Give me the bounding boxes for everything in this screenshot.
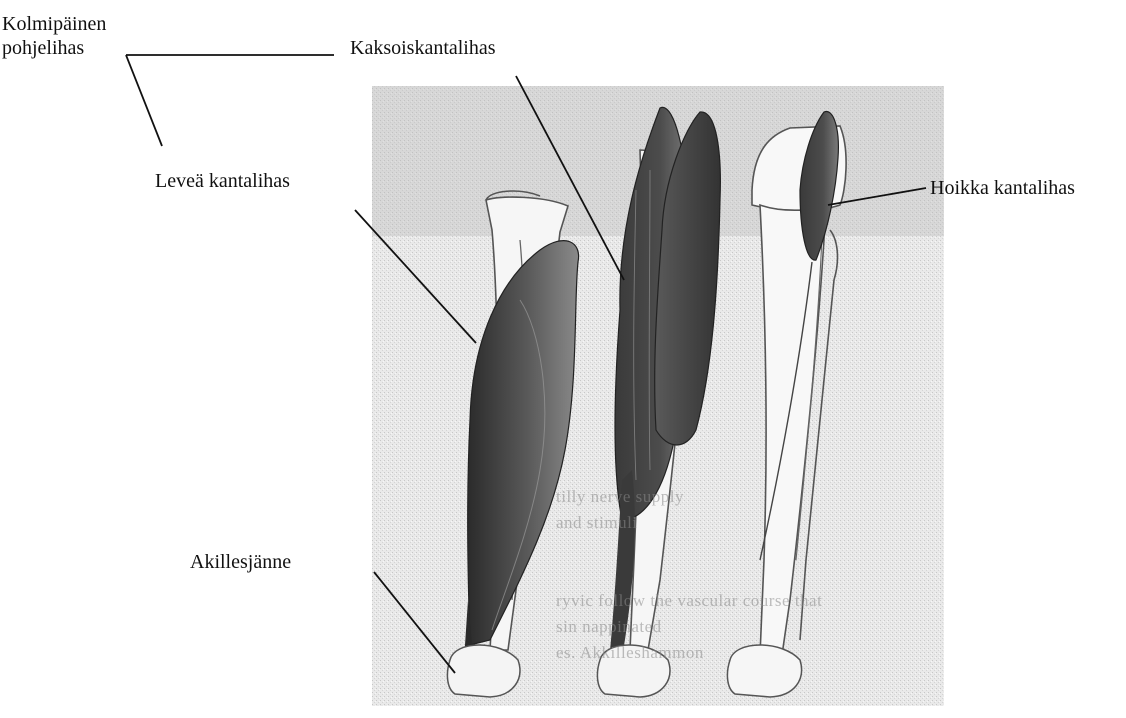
bleed-through-text: es. Akkilleshammon bbox=[556, 642, 704, 664]
label-kolmipainen-line2: pohjelihas bbox=[2, 36, 106, 60]
label-kaksoiskantalihas: Kaksoiskantalihas bbox=[350, 36, 496, 60]
leader-kolmipainen-diagonal bbox=[126, 55, 162, 146]
bleed-through-text: and stimuli bbox=[556, 512, 638, 534]
bleed-through-text: sin nappinated bbox=[556, 616, 662, 638]
label-levea-kantalihas: Leveä kantalihas bbox=[155, 169, 290, 193]
leg-3-foot bbox=[727, 645, 801, 697]
label-kolmipainen-line1: Kolmipäinen bbox=[2, 12, 106, 36]
label-kolmipainen-pohjelihas: Kolmipäinen pohjelihas bbox=[2, 12, 106, 60]
bleed-through-text: ryvic follow the vascular course that bbox=[556, 590, 822, 612]
label-akillesjanne: Akillesjänne bbox=[190, 550, 291, 574]
label-hoikka-kantalihas: Hoikka kantalihas bbox=[930, 176, 1075, 200]
leg-1-foot bbox=[447, 645, 519, 697]
bleed-through-text: tilly nerve supply bbox=[556, 486, 684, 508]
